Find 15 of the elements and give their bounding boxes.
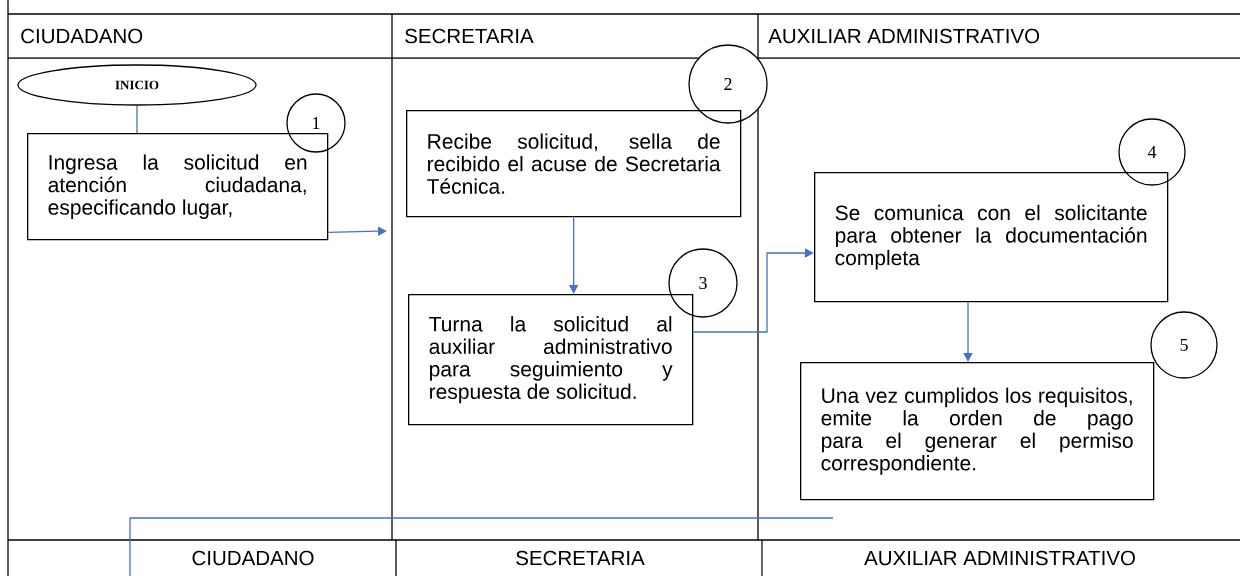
process-box: Una vez cumplidos los requisitos, emite la orden de pago para el generar el permiso correspondiente. bbox=[800, 362, 1155, 501]
lane-header: SECRETARIA bbox=[405, 28, 534, 44]
arrow bbox=[963, 301, 973, 362]
arrow bbox=[327, 226, 387, 236]
lane-header: AUXILIAR ADMINISTRATIVO bbox=[768, 28, 1040, 44]
process-box: Recibe solicitud, sella de recibido el acuse de Secretaria Técnica. bbox=[406, 110, 742, 218]
lane-header: AUXILIAR ADMINISTRATIVO bbox=[864, 550, 1135, 566]
process-box: Ingresa la solicitud en atención ciudadana, especificando lugar, bbox=[27, 133, 329, 241]
arrow bbox=[692, 248, 814, 333]
lane-header: CIUDADANO bbox=[192, 550, 314, 566]
lane-header: SECRETARIA bbox=[516, 550, 645, 566]
connector-line bbox=[136, 105, 138, 134]
process-box: Se comunica con el solicitante para obtener la documentación completa bbox=[814, 172, 1169, 303]
process-box: Turna la solicitud al auxiliar administrativo para seguimiento y respuesta de solicitud. bbox=[408, 294, 694, 426]
lane-header: CIUDADANO bbox=[21, 28, 143, 44]
